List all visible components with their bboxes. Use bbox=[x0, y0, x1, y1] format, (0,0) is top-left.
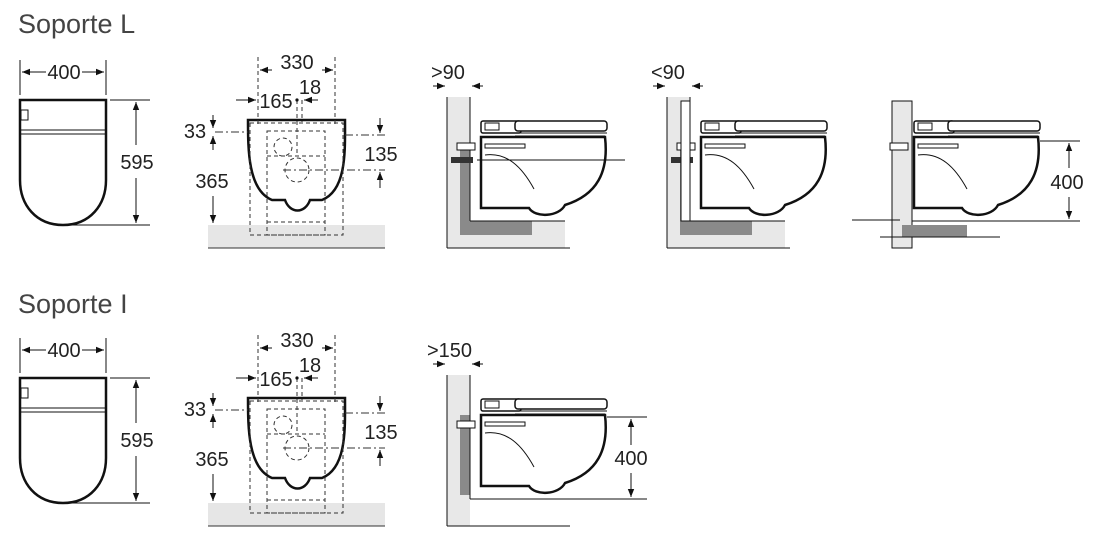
dim-offset: 18 bbox=[299, 355, 321, 377]
dim-width: 400 bbox=[47, 62, 80, 84]
dim-length: 595 bbox=[120, 152, 153, 174]
front-view-drawing bbox=[208, 335, 385, 526]
dim-front-width: 330 bbox=[280, 330, 313, 352]
dim-height: 365 bbox=[195, 171, 228, 193]
dim-offset: 18 bbox=[299, 77, 321, 99]
top-view-drawing bbox=[20, 338, 150, 503]
section-title: Soporte L bbox=[18, 9, 135, 39]
dim-top: 33 bbox=[184, 121, 206, 143]
side-view-2: <90 bbox=[651, 62, 827, 248]
side-view-3: 400 bbox=[852, 100, 1084, 249]
dim-gap: <90 bbox=[651, 62, 685, 84]
dim-height: 365 bbox=[195, 449, 228, 471]
dim-drain: 135 bbox=[364, 422, 397, 444]
dim-height: 400 bbox=[1050, 172, 1083, 194]
dim-length: 595 bbox=[120, 430, 153, 452]
section-soporte-l: Soporte L 400 595 330 165 18 33 365 135 … bbox=[18, 9, 1084, 248]
dim-front-width: 330 bbox=[280, 52, 313, 74]
top-view-drawing bbox=[20, 60, 150, 225]
dim-drain: 135 bbox=[364, 144, 397, 166]
dim-top: 33 bbox=[184, 399, 206, 421]
dim-height: 400 bbox=[614, 448, 647, 470]
dim-half: 165 bbox=[259, 91, 292, 113]
dim-half: 165 bbox=[259, 369, 292, 391]
front-view-drawing bbox=[208, 57, 385, 248]
dim-gap: >150 bbox=[427, 340, 472, 362]
section-soporte-i: Soporte I 400 595 330 165 18 33 365 135 … bbox=[18, 289, 648, 526]
side-view-1: >90 bbox=[431, 62, 625, 248]
dim-gap: >90 bbox=[431, 62, 465, 84]
dim-width: 400 bbox=[47, 340, 80, 362]
section-title: Soporte I bbox=[18, 289, 128, 319]
side-view-1: >150 400 bbox=[427, 340, 648, 527]
